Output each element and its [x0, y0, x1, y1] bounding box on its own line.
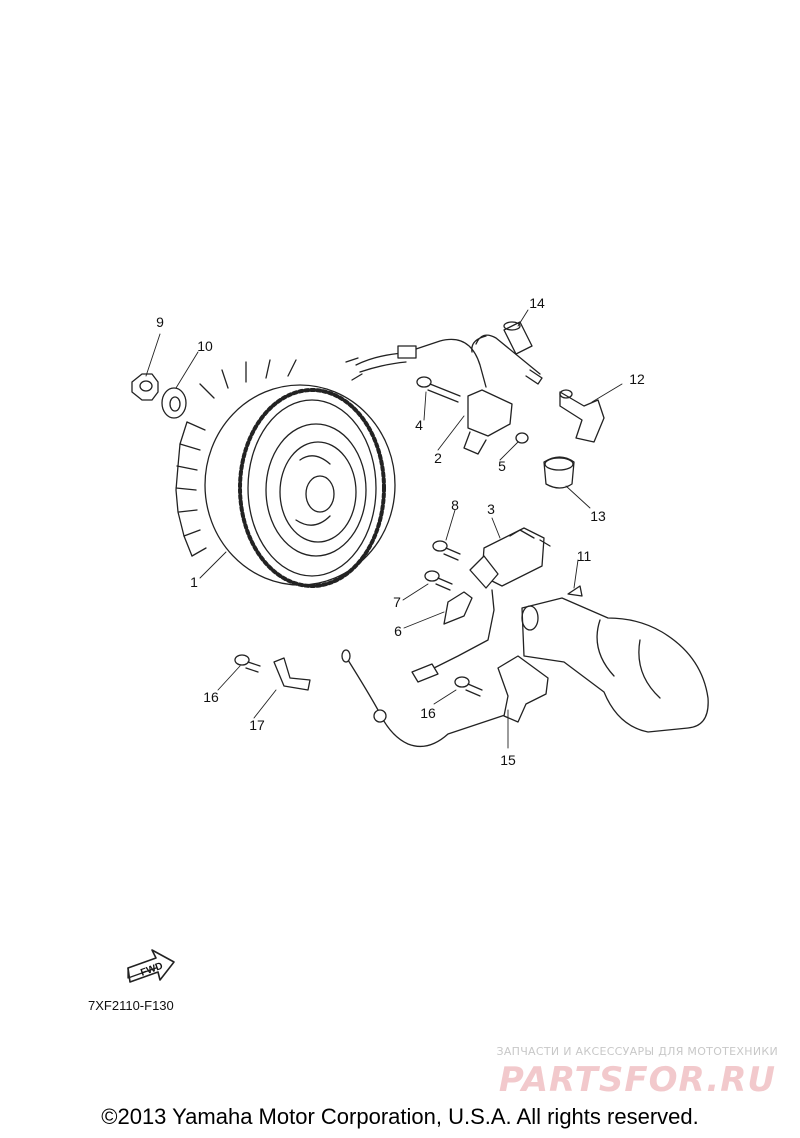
callout-13: 13: [590, 508, 606, 524]
callout-7: 7: [393, 594, 401, 610]
callout-15: 15: [500, 752, 516, 768]
pulser-coil: [345, 338, 513, 455]
callout-11: 11: [576, 548, 592, 564]
bolt-coil: [432, 540, 461, 561]
callout-16-right: 16: [420, 705, 436, 721]
cap-seal: [543, 456, 575, 489]
lead-wire: [341, 649, 509, 748]
callout-3: 3: [487, 501, 495, 517]
ground-terminal: [443, 591, 473, 625]
fwd-arrow-icon: [127, 949, 175, 983]
flywheel-nut: [131, 373, 159, 401]
callout-5: 5: [498, 458, 506, 474]
callout-2: 2: [434, 450, 442, 466]
watermark-logo: PARTSFOR.RU: [498, 1060, 776, 1100]
collar: [515, 432, 529, 444]
callout-9: 9: [156, 314, 164, 330]
callout-14: 14: [529, 295, 545, 311]
bracket: [497, 655, 549, 723]
grommet-sleeve: [503, 321, 533, 355]
cable-pipe: [471, 334, 543, 385]
watermark-tagline: ЗАПЧАСТИ И АКСЕССУАРЫ ДЛЯ МОТОТЕХНИКИ: [496, 1045, 778, 1058]
clamp: [273, 657, 311, 691]
callout-6: 6: [394, 623, 402, 639]
callout-4: 4: [415, 417, 423, 433]
washer: [161, 387, 187, 419]
callout-10: 10: [197, 338, 213, 354]
bolt-bracket: [454, 676, 483, 697]
ignition-coil: [411, 527, 551, 683]
copyright-notice: ©2013 Yamaha Motor Corporation, U.S.A. A…: [101, 1104, 699, 1129]
flywheel: [175, 359, 396, 588]
diagram-code: 7XF2110-F130: [88, 998, 174, 1013]
spark-plug-cap: [559, 389, 605, 443]
callout-8: 8: [451, 497, 459, 513]
callout-17: 17: [249, 717, 265, 733]
leader-lines: [145, 309, 623, 749]
bolt-pulser: [416, 376, 461, 403]
crankshaft: [521, 597, 709, 733]
bolt-ground: [424, 570, 453, 591]
callout-16-left: 16: [203, 689, 219, 705]
callout-1: 1: [190, 574, 198, 590]
bolt-clamp: [234, 654, 261, 673]
callout-12: 12: [629, 371, 645, 387]
woodruff-key: [567, 585, 583, 597]
